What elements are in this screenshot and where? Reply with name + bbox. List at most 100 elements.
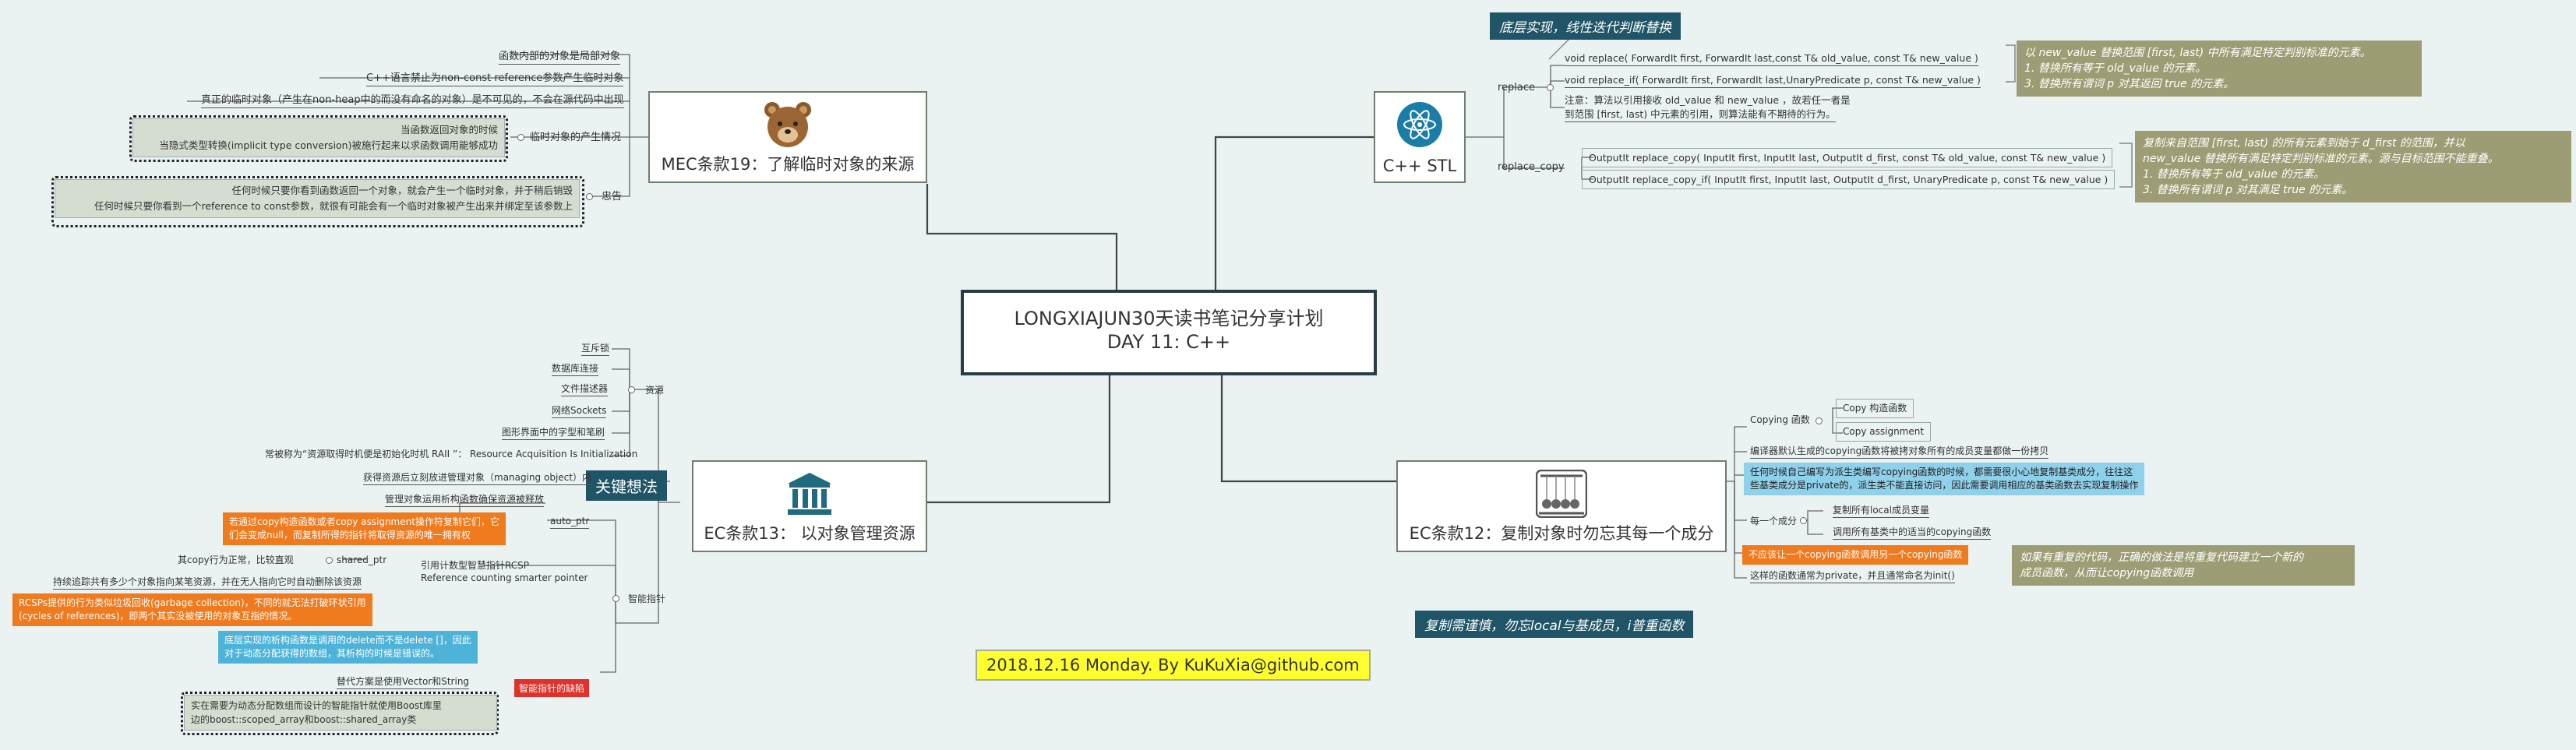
ec13-node[interactable]: EC条款13： 以对象管理资源 <box>692 460 927 552</box>
alt-line: 边的boost::scoped_array和boost::shared_arra… <box>191 714 417 725</box>
replace-signature[interactable]: void replace( ForwardIt first, ForwardIt… <box>1565 51 1978 66</box>
rcsp-label[interactable]: 引用计数型智慧指针RCSP Reference counting smarter… <box>421 559 588 584</box>
link-center-ec12 <box>1220 375 1396 483</box>
replace-desc-line: 1. 替换所有等于 old_value 的元素。 <box>2024 62 2207 75</box>
alt-line: 实在需要为动态分配数组而设计的智能指针就使用Boost库里 <box>191 700 442 711</box>
smart-pointer-label[interactable]: 智能指针 <box>628 593 666 604</box>
rcsp-gc-line: (cycles of references)，即两个其实没被使用的对象互指的情况… <box>19 611 298 621</box>
replace-label[interactable]: replace <box>1498 82 1536 93</box>
derived-copy-line: 些基类成分是private的，派生类不能直接访问，因此需要调用相应的基类函数去实… <box>1750 480 2139 491</box>
auto-ptr-label[interactable]: auto_ptr <box>550 514 590 529</box>
raii-text[interactable]: 常被称为“资源取得时机便是初始化时机 RAII ”： Resource Acqu… <box>265 449 638 460</box>
resource-item[interactable]: 互斥锁 <box>581 341 610 356</box>
key-idea-tag[interactable]: 关键想法 <box>586 470 667 501</box>
ec12-label: EC条款12：复制对象时勿忘其每一个成分 <box>1409 524 1714 543</box>
auto-ptr-note-line: 们会变成null，而复制所得的指针将取得资源的唯一拥有权 <box>229 530 471 540</box>
ec12-desc-line: 成员函数，从而让copying函数调用 <box>2020 567 2194 579</box>
resource-item[interactable]: 数据库连接 <box>552 361 599 376</box>
no-cross-call-note[interactable]: 不应该让一个copying函数调用另一个copying函数 <box>1742 545 1969 565</box>
init-note[interactable]: 这样的函数通常为private，并且通常命名为init() <box>1750 569 1955 583</box>
collapse-dot[interactable] <box>612 595 619 602</box>
rcsp-line: 引用计数型智慧指针RCSP <box>421 560 529 571</box>
compiler-default-note[interactable]: 编译器默认生成的copying函数将被拷对象所有的成员变量都做一份拷贝 <box>1750 444 2049 459</box>
copy-item[interactable]: Copy assignment <box>1836 422 1932 442</box>
rcsp-line: Reference counting smarter pointer <box>421 572 588 583</box>
mec19-temp-label[interactable]: 临时对象的产生情况 <box>530 132 622 143</box>
auto-ptr-note[interactable]: 若通过copy构造函数或者copy assignment操作符复制它们，它 们会… <box>223 512 506 545</box>
smart-pointer-defect-label[interactable]: 智能指针的缺陷 <box>514 679 590 697</box>
each-item[interactable]: 调用所有基类中的适当的copying函数 <box>1833 525 1992 540</box>
mec19-item[interactable]: C++语言禁止为non-const reference参数产生临时对象 <box>366 72 624 86</box>
alt-group[interactable]: 实在需要为动态分配数组而设计的智能指针就使用Boost库里 边的boost::s… <box>184 695 497 731</box>
defect-line: 底层实现的析构函数是调用的delete而不是delete []，因此 <box>224 635 471 646</box>
ec12-description[interactable]: 如果有重复的代码，正确的做法是将重复代码建立一个新的 成员函数，从而让copyi… <box>2012 545 2355 586</box>
replace-note-line2[interactable]: 到范围 [first, last) 中元素的引用，则算法能有不期待的行为。 <box>1565 107 1836 122</box>
atom-icon <box>1397 102 1442 147</box>
replace-copy-if-signature[interactable]: OutputIt replace_copy_if( InputIt first,… <box>1582 170 2115 189</box>
alt-solution[interactable]: 替代方案是使用Vector和String <box>337 674 470 689</box>
replace-copy-signature[interactable]: OutputIt replace_copy( InputIt first, In… <box>1582 148 2113 167</box>
collapse-dot[interactable] <box>628 386 635 393</box>
resource-item[interactable]: 图形界面中的字型和笔刷 <box>502 425 605 440</box>
warn-group[interactable]: 任何时候只要你看到函数返回一个对象，就会产生一个临时对象，并于稍后销毁 任何时候… <box>55 179 580 218</box>
replace-desc-line: 3. 替换所有谓词 p 对其返回 true 的元素。 <box>2024 78 2235 90</box>
shared-ptr-label[interactable]: shared_ptr <box>337 555 387 565</box>
replace-desc-line: 以 new_value 替换范围 [first, last) 中所有满足特定判别… <box>2024 47 2371 59</box>
mec19-node[interactable]: MEC条款19：了解临时对象的来源 <box>648 91 927 183</box>
replace-if-signature[interactable]: void replace_if( ForwardIt first, Forwar… <box>1565 73 1981 88</box>
mec19-item[interactable]: 真正的临时对象（产生在non-heap中的而没有命名的对象）是不可见的，不会在源… <box>201 93 624 108</box>
replace-description[interactable]: 以 new_value 替换范围 [first, last) 中所有满足特定判别… <box>2017 40 2422 97</box>
ec12-node[interactable]: EC条款12：复制对象时勿忘其每一个成分 <box>1396 460 1727 552</box>
mec19-item[interactable]: 函数内部的对象是局部对象 <box>499 50 621 65</box>
mec19-warn-label[interactable]: 忠告 <box>602 191 623 202</box>
each-item[interactable]: 复制所有local成员变量 <box>1833 503 1929 518</box>
resource-item[interactable]: 网络Sockets <box>552 403 607 418</box>
defect-note[interactable]: 底层实现的析构函数是调用的delete而不是delete []，因此 对于动态分… <box>218 631 478 664</box>
key-item[interactable]: 管理对象运用析构函数确保资源被释放 <box>385 492 545 507</box>
derived-copy-line: 任何时候自己编写为派生类编写copying函数的时候，都需要很小心地复制基类成分… <box>1750 467 2133 477</box>
ec12-desc-line: 如果有重复的代码，正确的做法是将重复代码建立一个新的 <box>2020 551 2303 564</box>
stl-callout[interactable]: 底层实现，线性迭代判断替换 <box>1490 12 1681 40</box>
each-component-label[interactable]: 每一个成分 <box>1750 516 1798 526</box>
copy-item[interactable]: Copy 构造函数 <box>1836 399 1914 418</box>
collapse-dot[interactable] <box>586 193 593 200</box>
central-topic[interactable]: LONGXIAJUN30天读书笔记分享计划 DAY 11: C++ <box>961 290 1377 375</box>
temp-item: 当隐式类型转换(implicit type conversion)被施行起来以求… <box>159 139 498 151</box>
shared-ptr-note[interactable]: 其copy行为正常，比较直观 <box>178 555 294 565</box>
resource-item[interactable]: 文件描述器 <box>561 382 609 396</box>
collapse-dot[interactable] <box>326 557 333 564</box>
ec12-callout[interactable]: 复制需谨慎，勿忘local与基成员，i普重函数 <box>1415 611 1694 638</box>
replace-note-line1[interactable]: 注意：算法以引用接收 old_value 和 new_value ，故若任一者是 <box>1565 94 1851 106</box>
temp-item: 当函数返回对象的时候 <box>400 124 498 136</box>
rcsp-note[interactable]: 持续追踪共有多少个对象指向某笔资源，并在无人指向它时自动删除该资源 <box>53 575 362 590</box>
central-title: LONGXIAJUN30天读书笔记分享计划 <box>1014 308 1324 329</box>
temp-group-outline <box>129 115 508 162</box>
warn-item: 任何时候只要你看到函数返回一个对象，就会产生一个临时对象，并于稍后销毁 <box>231 185 573 196</box>
warn-group-outline <box>51 176 584 227</box>
resource-label[interactable]: 资源 <box>645 385 665 396</box>
collapse-dot[interactable] <box>1816 417 1823 424</box>
link-center-mec19 <box>926 184 1118 290</box>
replace-copy-desc-line: 复制来自范围 [first, last) 的所有元素到始于 d_first 的范… <box>2143 137 2465 150</box>
replace-copy-desc-line: 3. 替换所有谓词 p 对其满足 true 的元素。 <box>2143 184 2353 196</box>
ec13-label: EC条款13： 以对象管理资源 <box>704 524 916 543</box>
warn-item: 任何时候只要你看到一个reference to const参数，就很有可能会有一… <box>94 200 573 212</box>
collapse-dot[interactable] <box>1800 517 1807 524</box>
link-center-stl <box>1214 136 1378 290</box>
derived-copy-note[interactable]: 任何时候自己编写为派生类编写copying函数的时候，都需要很小心地复制基类成分… <box>1744 463 2145 495</box>
key-item[interactable]: 获得资源后立刻放进管理对象（managing object）内 <box>363 470 591 485</box>
replace-copy-label[interactable]: replace_copy <box>1498 161 1565 173</box>
rcsp-gc-note[interactable]: RCSPs提供的行为类似垃圾回收(garbage collection)，不同的… <box>12 593 372 626</box>
temp-group[interactable]: 当函数返回对象的时候 当隐式类型转换(implicit type convers… <box>132 118 505 157</box>
replace-copy-description[interactable]: 复制来自范围 [first, last) 的所有元素到始于 d_first 的范… <box>2135 131 2571 202</box>
collapse-dot[interactable] <box>1547 84 1554 91</box>
copying-functions-label[interactable]: Copying 函数 <box>1750 414 1810 425</box>
stl-node[interactable]: C++ STL <box>1374 91 1466 183</box>
mec19-label: MEC条款19：了解临时对象的来源 <box>661 155 915 174</box>
link-center-ec13 <box>927 375 1111 504</box>
replace-copy-desc-line: new_value 替换所有满足特定判别标准的元素。源与目标范围不能重叠。 <box>2143 153 2499 165</box>
collapse-dot[interactable] <box>517 134 524 141</box>
bear-icon <box>764 102 811 147</box>
alt-group-outline <box>181 692 499 735</box>
stl-label: C++ STL <box>1382 157 1457 175</box>
